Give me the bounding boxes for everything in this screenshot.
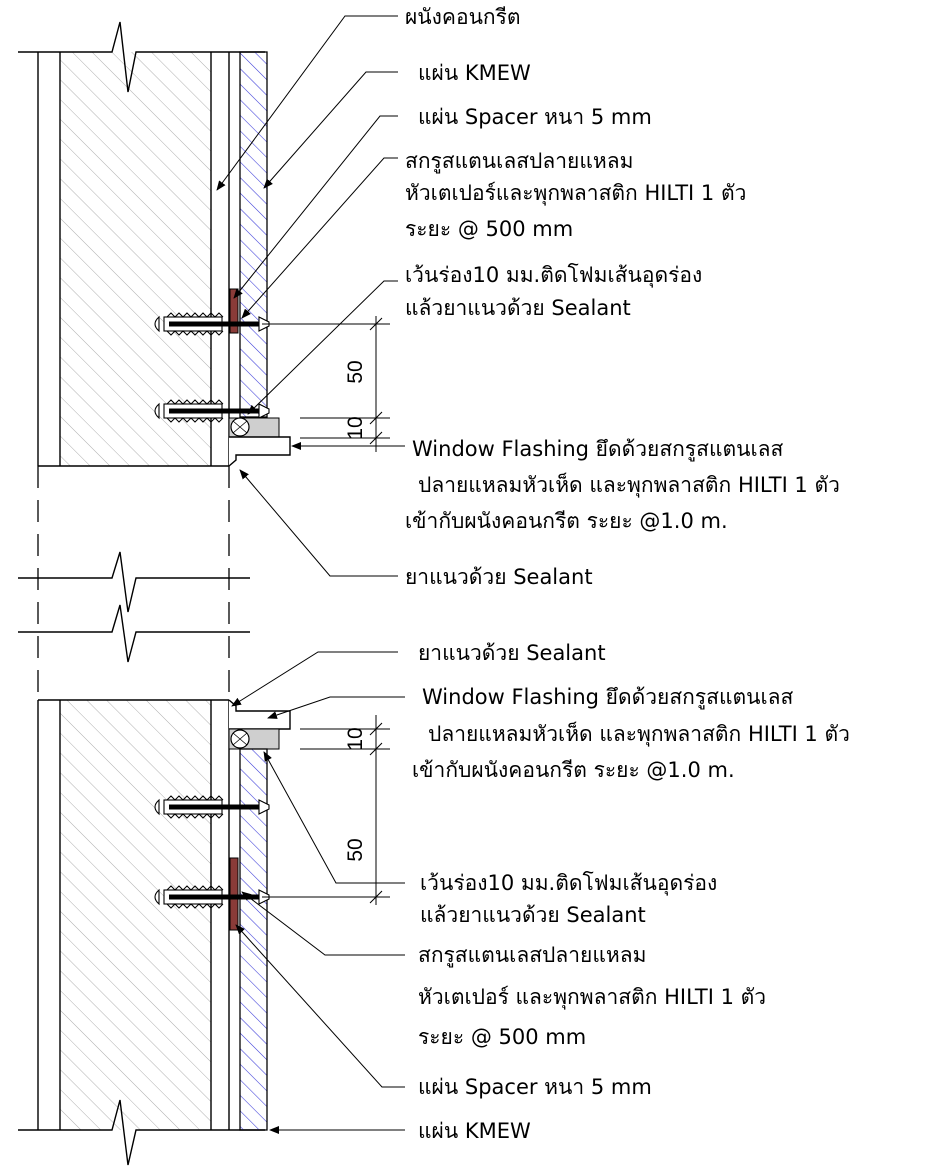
label-groove-bottom-1: เว้นร่อง10 มม.ติดโฟมเส้นอุดร่อง [420,871,717,896]
label-sealant-top: ยาแนวด้วย Sealant [405,565,593,589]
label-screw-bottom-1: สกรูสแตนเลสปลายแหลม [418,943,646,968]
break-continuation [18,466,250,700]
bottom-leaders [231,651,405,1134]
window-flashing-bottom [228,699,291,730]
label-kmew-bottom: แผ่น KMEW [418,1119,531,1143]
label-flashing-bottom-2: ปลายแหลมหัวเห็ด และพุกพลาสติก HILTI 1 ตั… [428,720,850,747]
label-screw-bottom-3: ระยะ @ 500 mm [418,1025,586,1049]
label-concrete-wall: ผนังคอนกรีต [405,5,521,29]
window-flashing-top [228,436,291,467]
top-section: 50 10 [18,21,390,467]
bottom-section: 10 50 [18,699,390,1166]
label-flashing-bottom-3: เข้ากับผนังคอนกรีต ระยะ @1.0 m. [412,758,735,782]
label-flashing-top-1: Window Flashing ยึดด้วยสกรูสแตนเลส [412,437,784,462]
label-groove-bottom-2: แล้วยาแนวด้วย Sealant [420,903,646,927]
kmew-board-bottom [239,748,268,1131]
label-screw-top-3: ระยะ @ 500 mm [405,217,573,241]
label-sealant-bottom: ยาแนวด้วย Sealant [418,641,606,665]
label-screw-top-1: สกรูสแตนเลสปลายแหลม [405,149,633,174]
label-flashing-top-2: ปลายแหลมหัวเห็ด และพุกพลาสติก HILTI 1 ตั… [418,471,840,498]
concrete-wall-bottom [60,700,211,1130]
label-screw-bottom-2: หัวเตเปอร์ และพุกพลาสติก HILTI 1 ตัว [418,985,766,1010]
spacer-bottom [229,857,239,931]
top-leaders [216,15,405,577]
dim-50-top: 50 [344,360,367,383]
dim-10-top: 10 [344,416,367,439]
top-labels: ผนังคอนกรีต แผ่น KMEW แผ่น Spacer หนา 5 … [405,5,840,589]
concrete-wall-top [60,52,211,466]
label-groove-top-1: เว้นร่อง10 มม.ติดโฟมเส้นอุดร่อง [405,263,702,288]
label-groove-top-2: แล้วยาแนวด้วย Sealant [405,296,631,320]
dim-10-bottom: 10 [344,727,367,750]
kmew-board-top [239,51,268,418]
label-screw-top-2: หัวเตเปอร์และพุกพลาสติก HILTI 1 ตัว [405,181,746,206]
label-spacer-top: แผ่น Spacer หนา 5 mm [418,105,652,129]
label-flashing-bottom-1: Window Flashing ยึดด้วยสกรูสแตนเลส [422,685,794,710]
label-kmew-top: แผ่น KMEW [418,61,531,85]
label-spacer-bottom: แผ่น Spacer หนา 5 mm [418,1075,652,1099]
bottom-labels: ยาแนวด้วย Sealant Window Flashing ยึดด้ว… [412,641,850,1143]
dim-50-bottom: 50 [344,838,367,861]
label-flashing-top-3: เข้ากับผนังคอนกรีต ระยะ @1.0 m. [405,509,728,533]
